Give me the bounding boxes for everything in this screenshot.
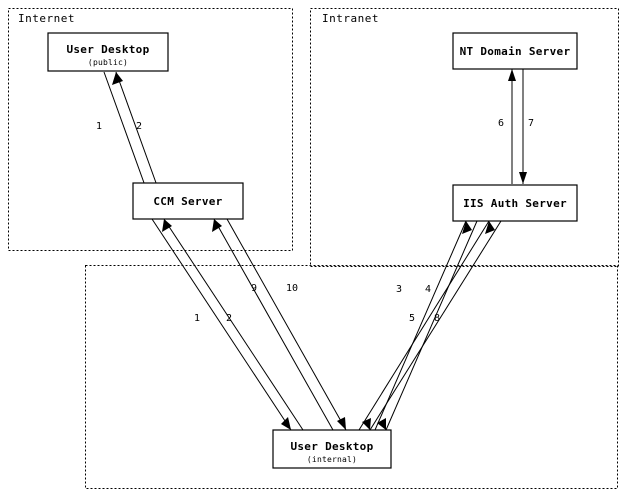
node-user-desktop-internal[interactable]: User Desktop (internal) <box>272 429 392 469</box>
zone-internal-border <box>85 265 618 489</box>
flow-1b-arrowhead <box>281 417 291 430</box>
iis-auth-server-box[interactable] <box>452 184 578 222</box>
ccm-server-box[interactable] <box>132 182 244 220</box>
zone-internet-label: Internet <box>18 12 75 25</box>
zone-intranet-border <box>310 8 619 267</box>
flow-2b-label: 2 <box>226 313 232 324</box>
connector-flow-1b: 1 <box>151 218 292 431</box>
iis-auth-server-title: IIS Auth Server <box>463 197 567 210</box>
flow-9-label: 9 <box>251 283 257 294</box>
flow-7-arrowhead <box>519 172 527 184</box>
connector-flow-8: 8 <box>362 220 502 431</box>
flow-10-line <box>226 218 347 431</box>
flow-6-arrowhead <box>508 69 516 81</box>
connector-flow-5: 5 <box>358 220 495 431</box>
user-desktop-internal-title: User Desktop <box>290 440 373 453</box>
flow-4-arrowhead <box>377 418 386 430</box>
flow-10-arrowhead <box>337 417 346 430</box>
zone-intranet-label: Intranet <box>322 12 379 25</box>
zone-internal-network <box>85 265 618 489</box>
flow-4-line <box>385 220 478 431</box>
flow-3-label: 3 <box>396 284 402 295</box>
flow-10-label: 10 <box>286 283 298 294</box>
flow-9-arrowhead <box>212 219 222 232</box>
flow-1b-line <box>151 218 292 431</box>
user-desktop-internal-box[interactable] <box>272 429 392 469</box>
flow-8-line <box>369 220 502 431</box>
flow-4-label: 4 <box>425 284 431 295</box>
flow-8-arrowhead <box>362 418 371 430</box>
flow-1-label: 1 <box>96 121 102 132</box>
nt-domain-server-box[interactable] <box>452 32 578 70</box>
flow-5-line <box>358 220 490 431</box>
connector-flow-4: 4 <box>377 220 478 431</box>
user-desktop-public-box[interactable] <box>47 32 169 72</box>
flow-3-arrowhead <box>462 221 472 234</box>
flow-2-label: 2 <box>136 121 142 132</box>
flow-7-label: 7 <box>528 118 534 129</box>
ccm-server-title: CCM Server <box>153 195 222 208</box>
flow-5-label: 5 <box>409 313 415 324</box>
flow-5-arrowhead <box>485 221 495 234</box>
connector-flow-3: 3 <box>374 220 472 431</box>
connector-flow-6: 6 <box>498 69 516 184</box>
user-desktop-public-subtitle: (public) <box>88 58 128 67</box>
connector-flow-7: 7 <box>519 69 534 184</box>
flow-8-label: 8 <box>434 313 440 324</box>
zone-internet: Internet <box>8 8 293 251</box>
flow-2b-line <box>163 218 304 431</box>
node-iis-auth-server[interactable]: IIS Auth Server <box>452 184 578 222</box>
flow-9-line <box>213 218 334 431</box>
flow-2-arrowhead <box>112 72 123 85</box>
connector-flow-2b: 2 <box>162 218 304 431</box>
connector-flow-10: 10 <box>226 218 347 431</box>
user-desktop-internal-subtitle: (internal) <box>307 455 357 464</box>
node-user-desktop-public[interactable]: User Desktop (public) <box>47 32 169 72</box>
flow-3-line <box>374 220 467 431</box>
flow-2b-arrowhead <box>162 219 172 232</box>
zone-internet-border <box>8 8 293 251</box>
user-desktop-public-title: User Desktop <box>66 43 149 56</box>
nt-domain-server-title: NT Domain Server <box>460 45 571 58</box>
node-ccm-server[interactable]: CCM Server <box>132 182 244 220</box>
flow-6-label: 6 <box>498 118 504 129</box>
flow-1b-label: 1 <box>194 313 200 324</box>
node-nt-domain-server[interactable]: NT Domain Server <box>452 32 578 70</box>
zone-intranet: Intranet <box>310 8 619 267</box>
connector-flow-9: 9 <box>212 218 334 431</box>
